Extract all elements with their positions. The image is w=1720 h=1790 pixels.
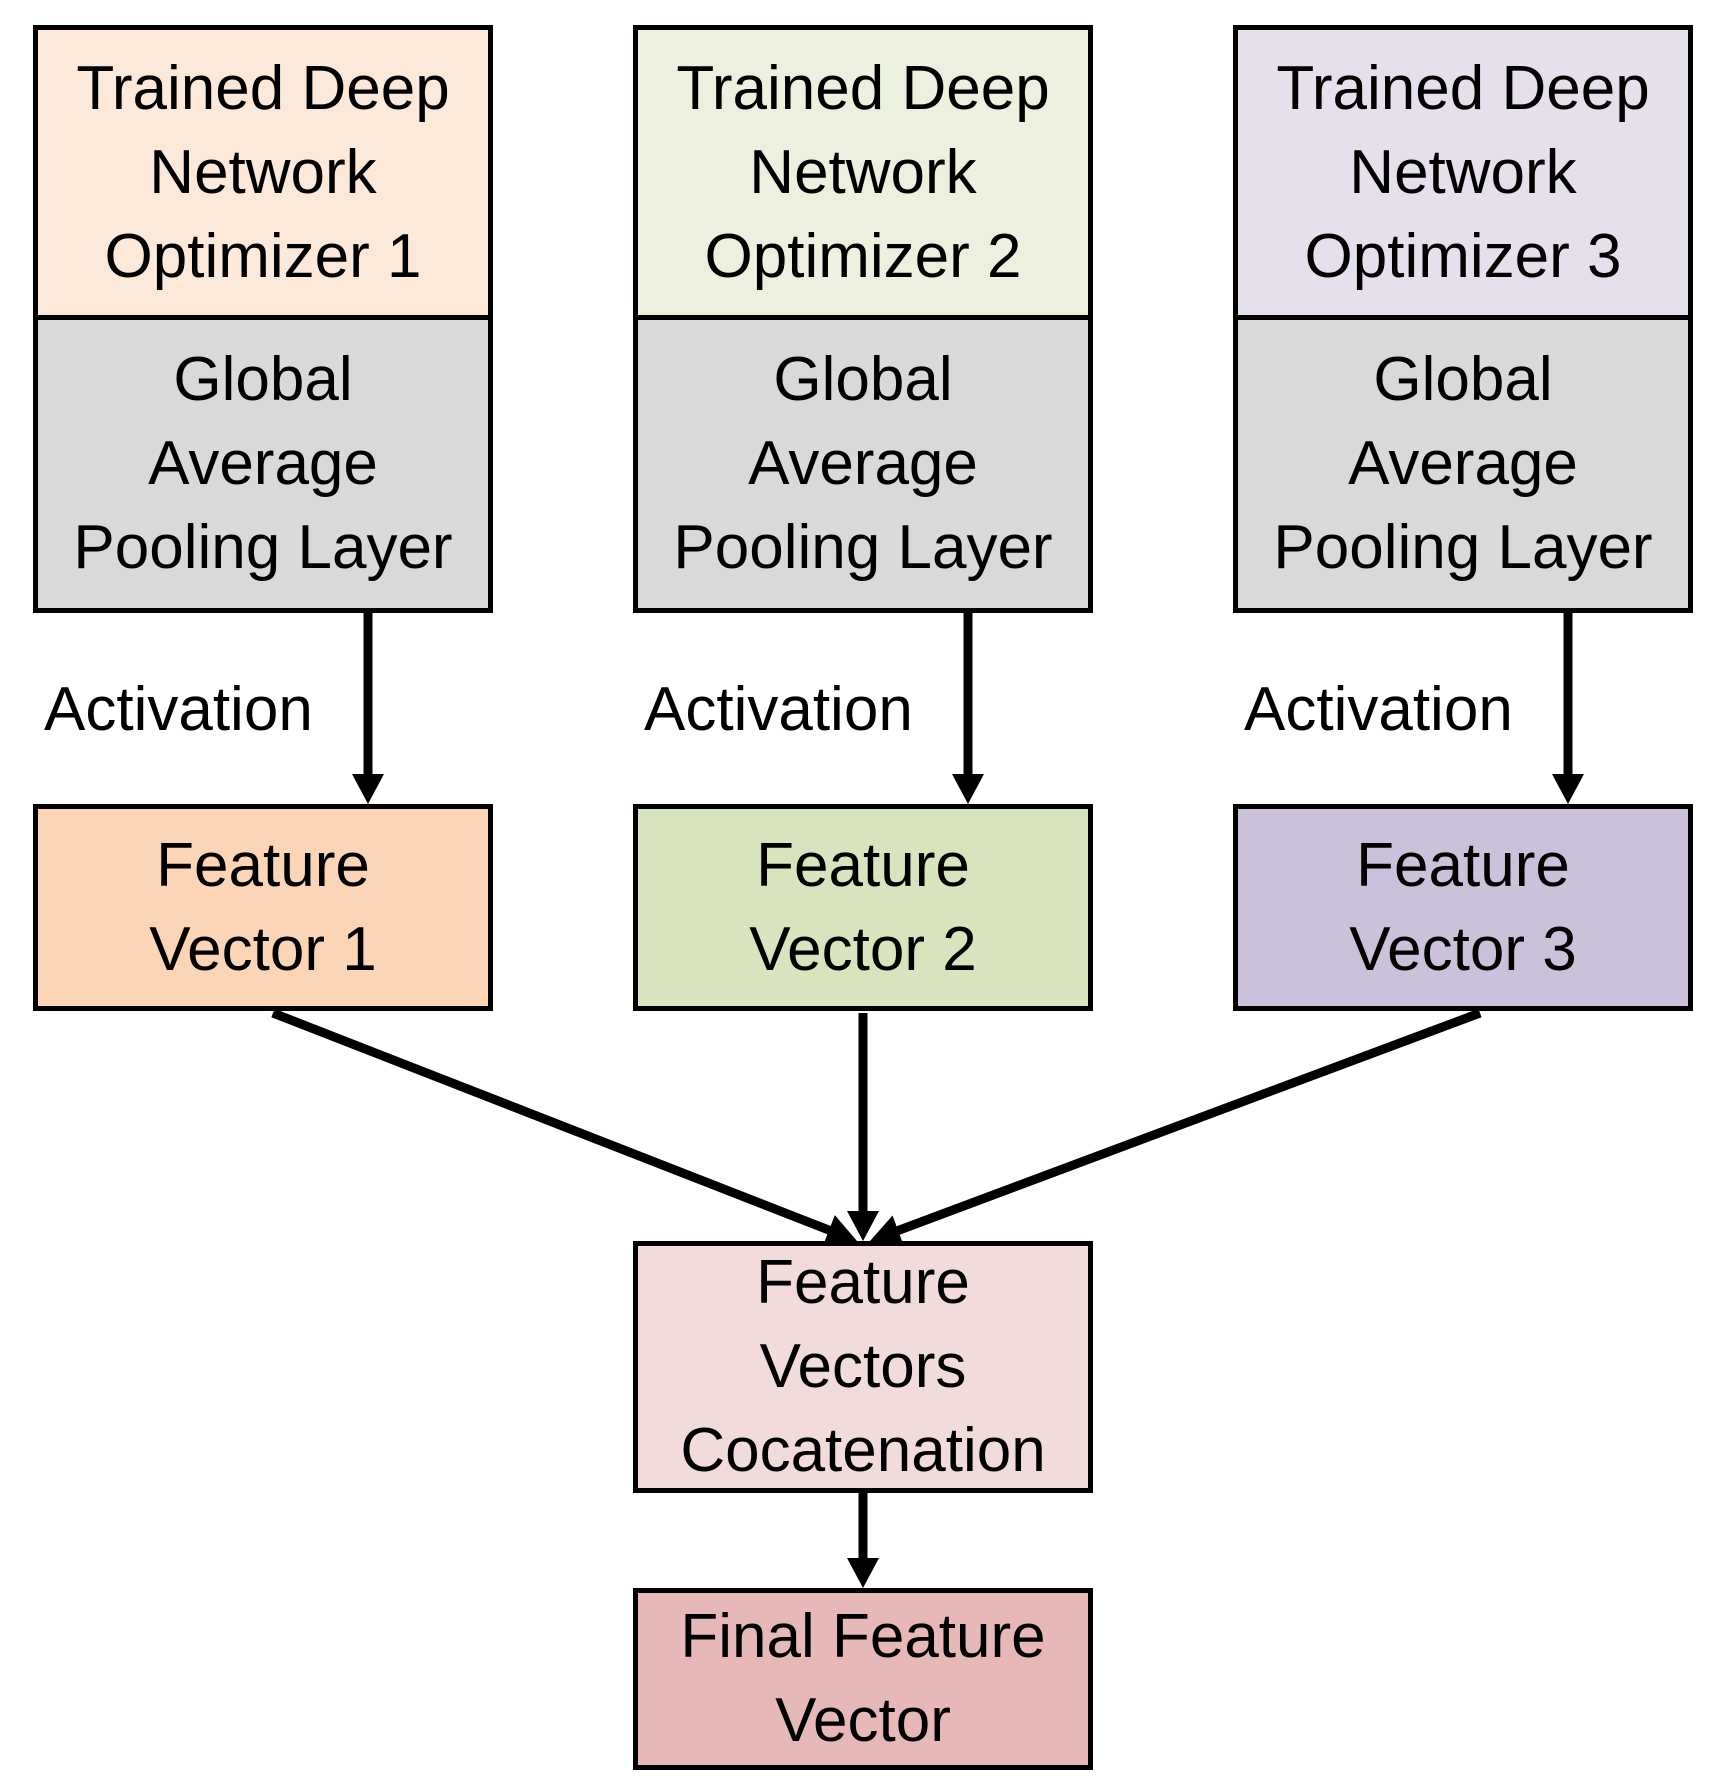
- pooling-1-line-3: Pooling Layer: [73, 513, 453, 582]
- final-feature-vector-box: Final Feature Vector: [633, 1588, 1093, 1770]
- optimizer-1-line-1: Trained Deep: [76, 53, 450, 123]
- activation-arrow-1-head: [352, 774, 384, 804]
- final-arrow-head: [847, 1558, 879, 1588]
- optimizer-2-line-1: Trained Deep: [676, 53, 1050, 123]
- feature-vector-3-line-1: Feature: [1356, 830, 1570, 900]
- activation-arrow-2-head: [952, 774, 984, 804]
- optimizer-2-line-2: Network: [749, 137, 977, 207]
- concatenation-line-3: Cocatenation: [680, 1416, 1046, 1485]
- merge-arrow-3: [890, 1008, 1482, 1237]
- pooling-layer-2-box: Global Average Pooling Layer: [633, 315, 1093, 613]
- pooling-layer-3-box: Global Average Pooling Layer: [1233, 315, 1693, 613]
- pooling-layer-1-box: Global Average Pooling Layer: [33, 315, 493, 613]
- optimizer-2-line-3: Optimizer 2: [704, 221, 1022, 291]
- feature-vector-2-line-1: Feature: [756, 830, 970, 900]
- feature-vector-3-box: Feature Vector 3: [1233, 804, 1693, 1011]
- feature-vector-2-line-2: Vector 2: [749, 914, 977, 984]
- final-line-2: Vector: [775, 1686, 951, 1755]
- optimizer-1-box: Trained Deep Network Optimizer 1: [33, 25, 493, 320]
- feature-vector-3-line-2: Vector 3: [1349, 914, 1577, 984]
- optimizer-3-box: Trained Deep Network Optimizer 3: [1233, 25, 1693, 320]
- feature-vector-1-line-1: Feature: [156, 830, 370, 900]
- activation-arrow-3-head: [1552, 774, 1584, 804]
- merge-arrow-2-head: [847, 1211, 879, 1241]
- pooling-3-line-2: Average: [1348, 429, 1578, 498]
- feature-vector-1-box: Feature Vector 1: [33, 804, 493, 1011]
- pooling-3-line-1: Global: [1373, 345, 1553, 414]
- pooling-1-line-1: Global: [173, 345, 353, 414]
- activation-label-1: Activation: [44, 675, 313, 744]
- pooling-2-line-1: Global: [773, 345, 953, 414]
- final-line-1: Final Feature: [680, 1602, 1046, 1671]
- pooling-2-line-2: Average: [748, 429, 978, 498]
- merge-arrow-1-head: [823, 1215, 857, 1245]
- optimizer-3-line-2: Network: [1349, 137, 1577, 207]
- merge-arrow-3-head: [870, 1215, 904, 1246]
- optimizer-2-box: Trained Deep Network Optimizer 2: [633, 25, 1093, 320]
- optimizer-1-line-2: Network: [149, 137, 377, 207]
- merge-arrow-1: [271, 1008, 837, 1237]
- pooling-3-line-3: Pooling Layer: [1273, 513, 1653, 582]
- optimizer-1-line-3: Optimizer 1: [104, 221, 422, 291]
- concatenation-line-2: Vectors: [759, 1332, 967, 1401]
- activation-label-2: Activation: [644, 675, 913, 744]
- concatenation-line-1: Feature: [756, 1248, 970, 1317]
- optimizer-3-line-3: Optimizer 3: [1304, 221, 1622, 291]
- pooling-1-line-2: Average: [148, 429, 378, 498]
- feature-vector-2-box: Feature Vector 2: [633, 804, 1093, 1011]
- activation-label-3: Activation: [1244, 675, 1513, 744]
- concatenation-box: Feature Vectors Cocatenation: [633, 1241, 1093, 1493]
- pooling-2-line-3: Pooling Layer: [673, 513, 1053, 582]
- optimizer-3-line-1: Trained Deep: [1276, 53, 1650, 123]
- feature-vector-1-line-2: Vector 1: [149, 914, 377, 984]
